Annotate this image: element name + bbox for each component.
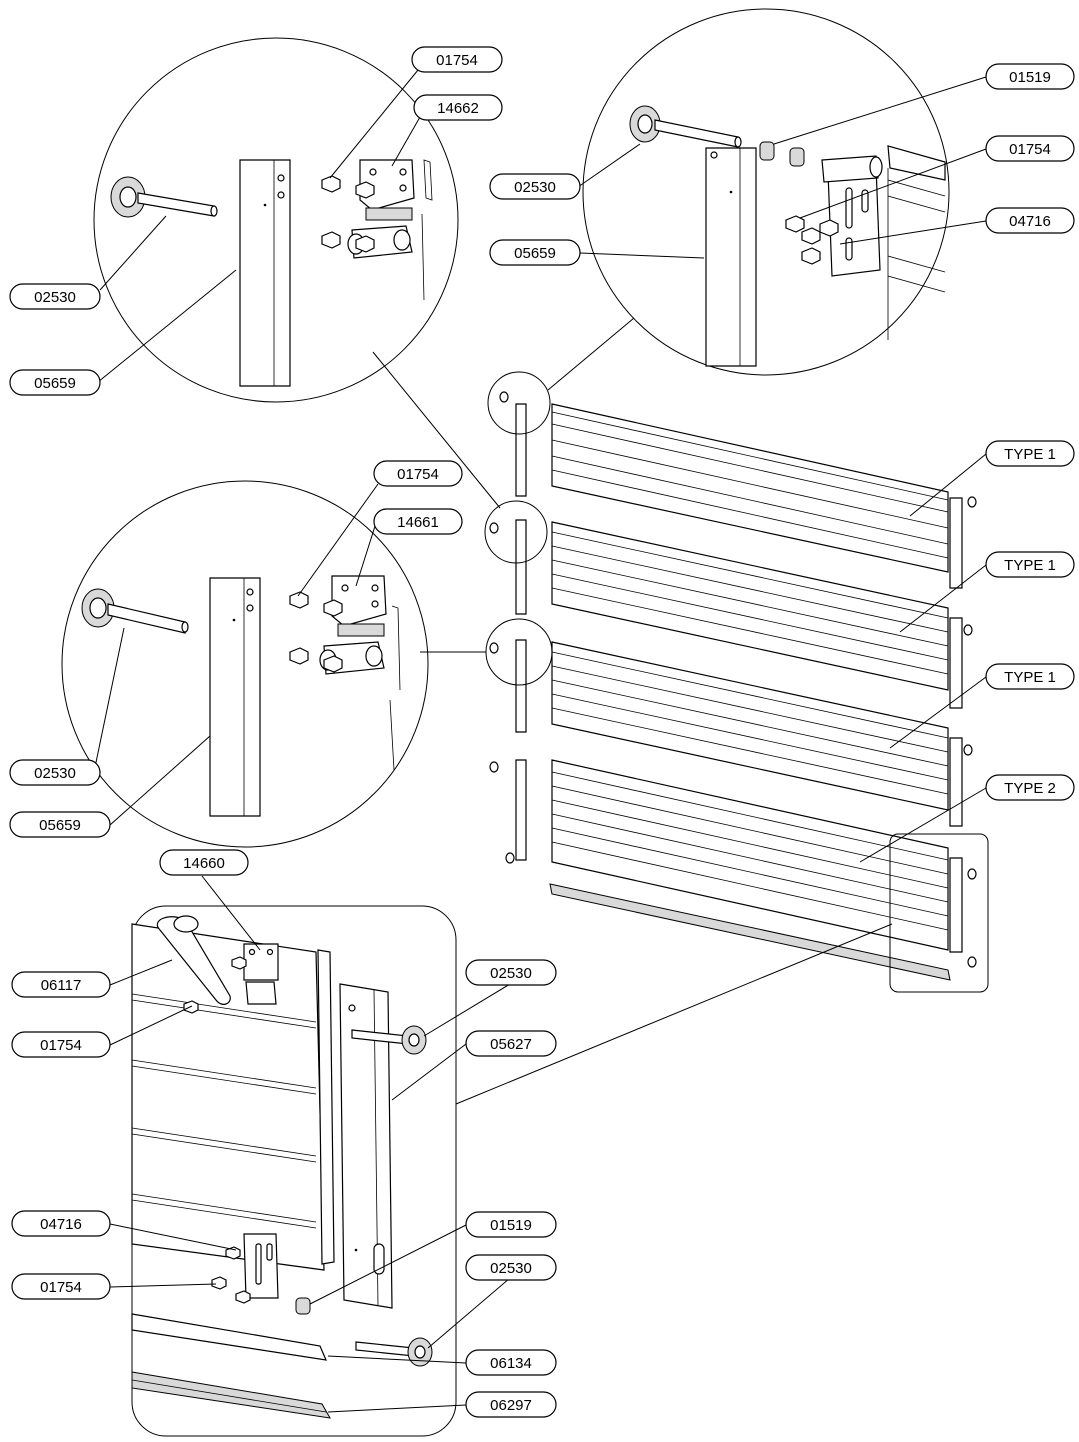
callout-05659-b: 05659 — [489, 239, 581, 266]
callout-type-1-a: TYPE 1 — [985, 440, 1075, 467]
callout-05659-a: 05659 — [9, 369, 101, 396]
svg-text:02530: 02530 — [514, 179, 556, 196]
svg-text:TYPE 1: TYPE 1 — [1004, 557, 1056, 574]
callout-14660: 14660 — [159, 849, 249, 876]
svg-text:06117: 06117 — [41, 977, 82, 994]
callout-type-2: TYPE 2 — [985, 774, 1075, 801]
detail-view-middle-left — [61, 480, 429, 848]
svg-text:06297: 06297 — [490, 1397, 532, 1414]
svg-text:TYPE 1: TYPE 1 — [1004, 669, 1056, 686]
svg-text:05659: 05659 — [514, 245, 556, 262]
svg-text:02530: 02530 — [490, 1260, 532, 1277]
detail-view-top-right — [582, 8, 950, 376]
svg-text:06134: 06134 — [490, 1355, 532, 1372]
callout-01754-d: 01754 — [11, 1031, 111, 1058]
callout-01754-c: 01754 — [373, 460, 463, 487]
svg-text:01754: 01754 — [436, 52, 478, 69]
svg-text:01754: 01754 — [40, 1037, 82, 1054]
callout-06297: 06297 — [465, 1391, 557, 1418]
svg-text:04716: 04716 — [40, 1216, 82, 1233]
svg-text:02530: 02530 — [34, 765, 76, 782]
pins — [489, 391, 977, 968]
panel-type-1-third — [515, 639, 963, 827]
callout-02530-c: 02530 — [9, 759, 101, 786]
main-gate-assembly — [484, 371, 989, 993]
svg-text:01754: 01754 — [40, 1279, 82, 1296]
svg-text:TYPE 2: TYPE 2 — [1004, 780, 1056, 797]
svg-text:02530: 02530 — [490, 965, 532, 982]
callout-01754-a: 01754 — [411, 46, 503, 73]
callout-labels: 01754 14662 02530 05659 01519 02530 0175… — [9, 46, 1075, 1418]
svg-text:05627: 05627 — [490, 1036, 532, 1053]
svg-text:05659: 05659 — [39, 817, 81, 834]
svg-text:02530: 02530 — [34, 289, 76, 306]
panel-type-1-top — [515, 403, 963, 589]
callout-02530-a: 02530 — [9, 283, 101, 310]
detail-view-bottom — [131, 905, 457, 1437]
callout-05659-c: 05659 — [9, 811, 111, 838]
svg-text:05659: 05659 — [34, 375, 76, 392]
callout-type-1-c: TYPE 1 — [985, 663, 1075, 690]
leader-lines — [93, 69, 987, 1413]
svg-text:01754: 01754 — [1009, 141, 1051, 158]
callout-01754-e: 01754 — [11, 1273, 111, 1300]
svg-text:14661: 14661 — [397, 514, 439, 531]
callout-04716-a: 04716 — [985, 207, 1075, 234]
svg-text:01519: 01519 — [1009, 69, 1051, 86]
callout-06117: 06117 — [11, 971, 111, 998]
svg-text:14660: 14660 — [183, 855, 225, 872]
svg-text:01519: 01519 — [490, 1217, 532, 1234]
callout-01519-b: 01519 — [465, 1211, 557, 1238]
callout-type-1-b: TYPE 1 — [985, 551, 1075, 578]
callout-01754-b: 01754 — [985, 135, 1075, 162]
callout-02530-b: 02530 — [489, 173, 581, 200]
detail-view-top-left — [93, 37, 459, 403]
panel-type-2-bottom — [515, 759, 963, 981]
callout-06134: 06134 — [465, 1349, 557, 1376]
svg-text:14662: 14662 — [437, 100, 479, 117]
callout-04716-b: 04716 — [11, 1210, 111, 1237]
callout-05627: 05627 — [465, 1030, 557, 1057]
callout-14662: 14662 — [413, 94, 503, 121]
callout-01519-a: 01519 — [985, 63, 1075, 90]
callout-02530-d: 02530 — [465, 959, 557, 986]
svg-text:04716: 04716 — [1009, 213, 1051, 230]
panel-type-1-second — [515, 519, 963, 709]
svg-text:TYPE 1: TYPE 1 — [1004, 446, 1056, 463]
svg-text:01754: 01754 — [397, 466, 439, 483]
callout-14661: 14661 — [373, 508, 463, 535]
callout-02530-e: 02530 — [465, 1254, 557, 1281]
